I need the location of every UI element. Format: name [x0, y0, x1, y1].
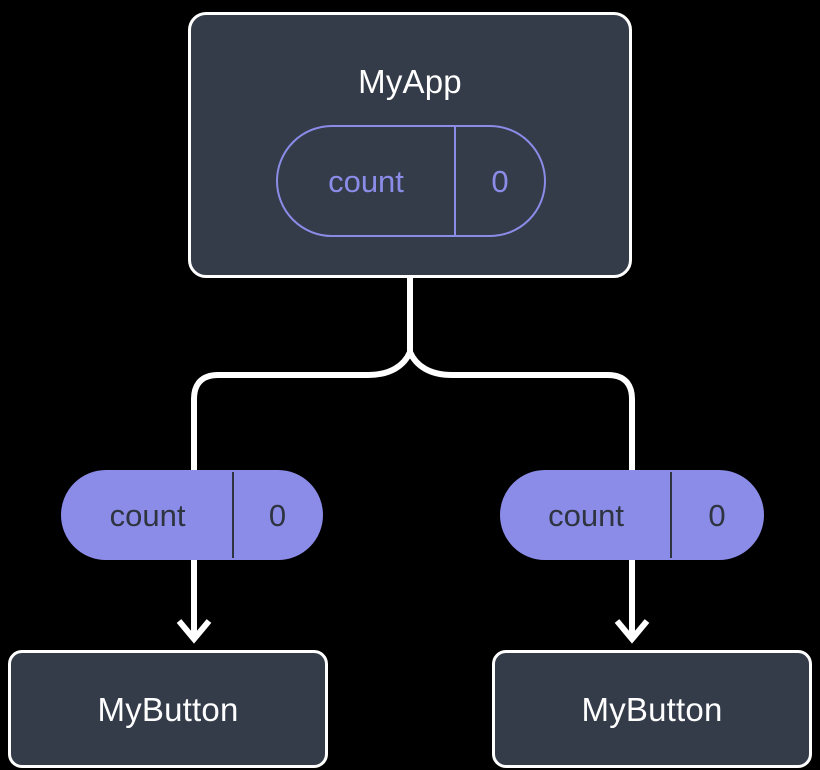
prop-pill-left-count[interactable]: count 0 [61, 470, 323, 560]
prop-pill-key: count [502, 472, 673, 558]
arrowhead-left [176, 619, 212, 644]
prop-pill-value: 0 [268, 497, 287, 533]
edge-root-to-left-child [191, 350, 413, 470]
component-title-mybutton: MyButton [97, 690, 239, 728]
edge-root-to-right-child [407, 350, 635, 470]
prop-pill-key: count [63, 472, 235, 558]
component-title-mybutton: MyButton [581, 690, 723, 728]
component-title-myapp: MyApp [358, 63, 462, 100]
state-pill-key: count [278, 127, 456, 235]
state-pill-value: 0 [491, 163, 509, 199]
component-node-mybutton-left[interactable]: MyButton [8, 650, 328, 768]
arrowhead-right [614, 619, 650, 644]
component-node-mybutton-right[interactable]: MyButton [492, 650, 812, 768]
prop-pill-right-count[interactable]: count 0 [500, 470, 764, 560]
prop-pill-value: 0 [708, 497, 726, 533]
state-pill-myapp-count[interactable]: count 0 [276, 125, 546, 237]
